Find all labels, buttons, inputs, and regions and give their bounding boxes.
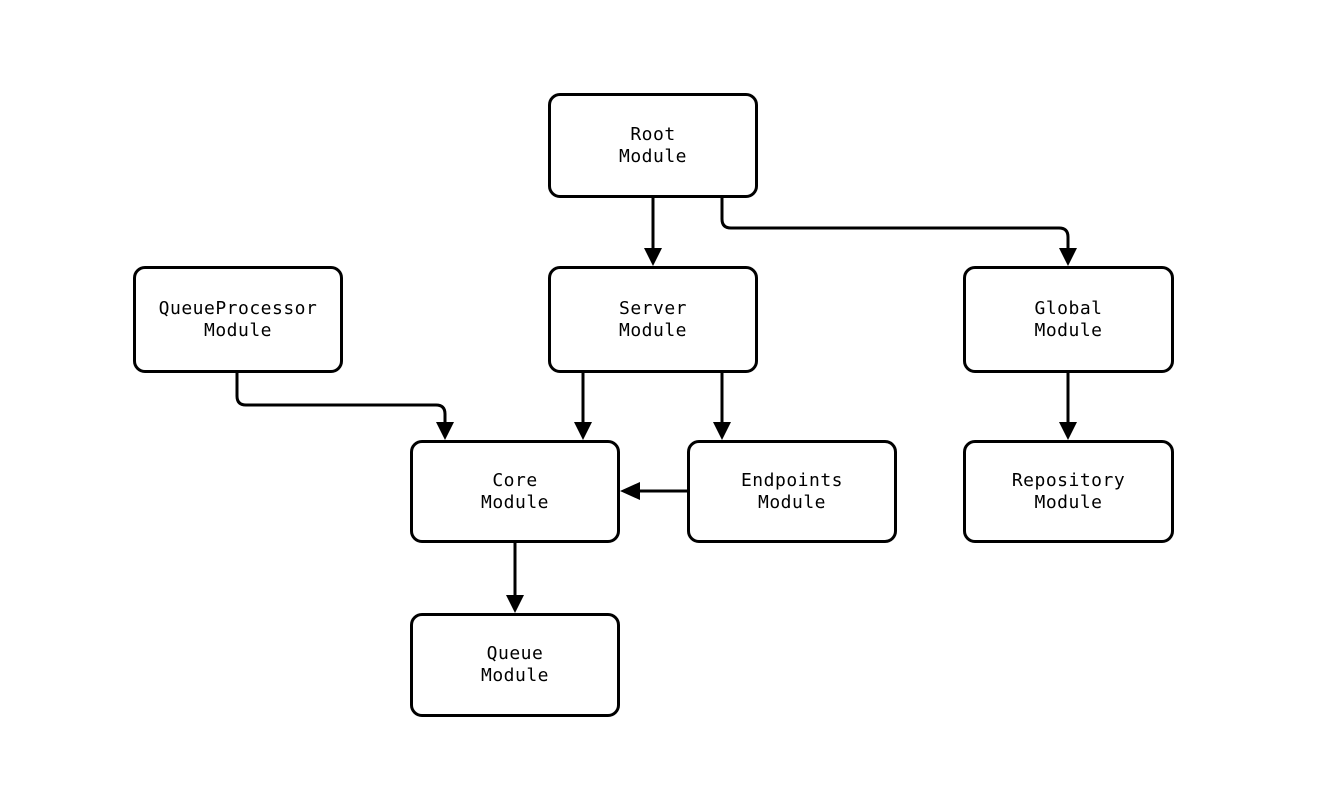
edge-server-to-endpoints [713, 373, 731, 440]
node-label-secondary: Module [618, 145, 688, 167]
node-label-primary: Core [492, 469, 538, 491]
node-label-primary: Queue [486, 643, 544, 664]
arrowhead-icon [436, 422, 454, 440]
node-label-primary: Root [630, 123, 676, 145]
arrowhead-icon [713, 422, 731, 440]
arrowhead-icon [506, 595, 524, 613]
edge-global-to-repository [1059, 373, 1077, 440]
edge-line [720, 198, 1070, 255]
node-label-secondary: Module [480, 665, 550, 686]
node-label-primary: Repository [1011, 469, 1126, 491]
arrowhead-icon [1059, 422, 1077, 440]
node-label-primary: Endpoints [740, 469, 844, 491]
node-label-primary: Server [618, 297, 688, 319]
arrowhead-icon [1059, 248, 1077, 266]
arrowhead-icon [644, 248, 662, 266]
edge-endpoints-to-core [620, 482, 687, 500]
node-label-secondary: Module [1034, 491, 1103, 513]
arrowhead-icon [574, 422, 592, 440]
node-label-secondary: Module [203, 319, 273, 341]
edge-line [235, 373, 447, 429]
node-label-secondary: Module [480, 491, 550, 513]
node-label-primary: QueueProcessor [158, 297, 318, 319]
edge-core-to-queue [506, 543, 524, 613]
node-label-secondary: Module [1034, 319, 1103, 341]
arrowhead-icon [620, 482, 640, 500]
node-label-secondary: Module [618, 319, 688, 341]
edge-root-to-global [720, 198, 1077, 266]
edge-server-to-core [574, 373, 592, 440]
node-label-secondary: Module [757, 491, 827, 513]
edge-root-to-server [644, 198, 662, 266]
node-label-primary: Global [1034, 297, 1103, 319]
edge-queueprocessor-to-core [235, 373, 454, 440]
